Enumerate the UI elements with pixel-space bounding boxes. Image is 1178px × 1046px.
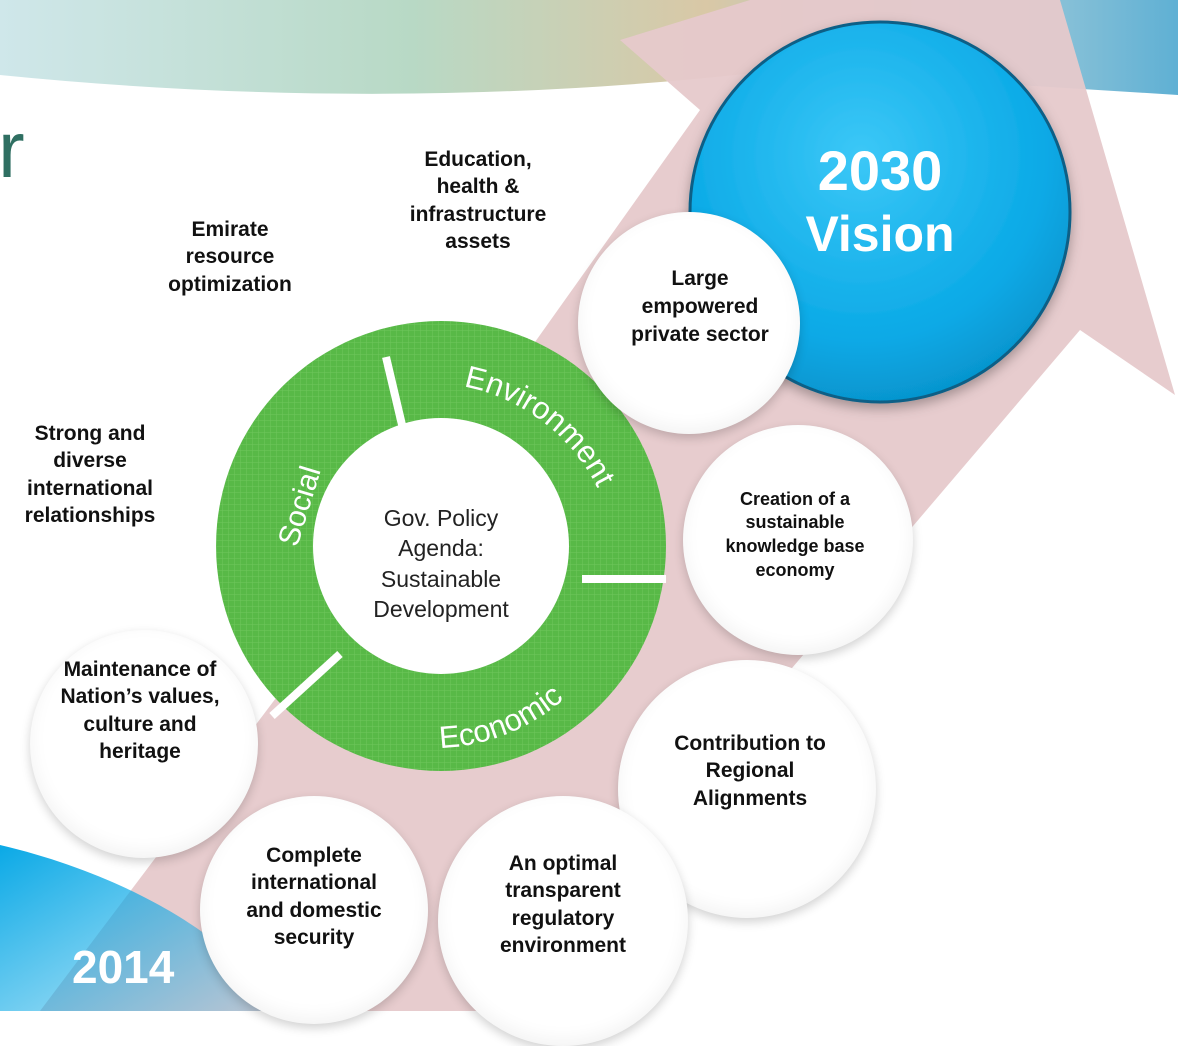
outcome-bubble	[30, 630, 258, 858]
start-year: 2014	[72, 941, 175, 993]
center-label: Gov. Policy Agenda: Sustainable Developm…	[373, 505, 509, 623]
outcome-label-regional: Contribution to Regional Alignments	[674, 732, 826, 810]
outcome-label-heritage: Maintenance of Nation’s values, culture …	[60, 658, 220, 763]
outcome-label-security: Complete international and domestic secu…	[246, 844, 382, 949]
outcome-label-knowledge: Creation of a sustainable knowledge base…	[725, 488, 865, 580]
outcome-bubble	[438, 796, 688, 1046]
vision-year: 2030	[817, 139, 943, 202]
diagram-graphics: Environment Economic Social	[0, 0, 1178, 1011]
outcome-bubble	[683, 425, 913, 655]
outcome-label-international: Strong and diverse international relatio…	[24, 422, 156, 527]
outcome-bubble	[578, 212, 800, 434]
ring-separator	[269, 651, 343, 719]
vision-word: Vision	[805, 206, 955, 262]
outcome-bubble	[200, 796, 428, 1024]
outcome-label-education: Education, health & infrastructure asset…	[409, 148, 547, 253]
title-fragment: r	[0, 105, 25, 194]
diagram-canvas: Environment Economic Social r 2030 Visio…	[0, 0, 1178, 1011]
outcome-label-private-sector: Large empowered private sector	[631, 267, 769, 346]
outcome-label-regulatory: An optimal transparent regulatory enviro…	[499, 852, 627, 957]
outcome-label-resource: Emirate resource optimization	[168, 218, 292, 296]
center-disc	[313, 418, 569, 674]
ring-separator	[382, 356, 411, 447]
start-corner	[0, 845, 270, 1011]
